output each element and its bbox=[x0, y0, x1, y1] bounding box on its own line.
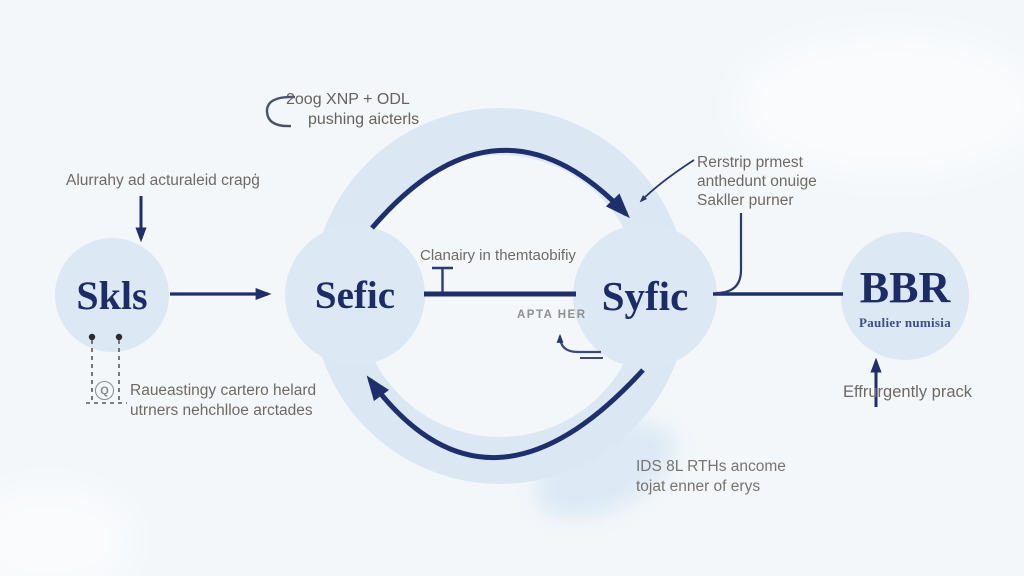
dashed-line-dot bbox=[115, 333, 123, 341]
elbow-from-upper-right-note bbox=[715, 213, 743, 295]
node-sefic: Sefic bbox=[285, 225, 425, 365]
node-bbr-sublabel: Paulier numisia bbox=[858, 314, 952, 330]
note-lower-right: IDS 8L RTHs ancome tojat enner of erys bbox=[636, 457, 786, 497]
note-top-line2: pushing aicterls bbox=[308, 111, 420, 128]
note-upper-left: Alurrahy ad acturaleid crapģ bbox=[66, 172, 260, 189]
note-upper-right: Rerstrip prmest anthedunt onuige Sakller… bbox=[697, 153, 817, 210]
node-bbr-label: BBR bbox=[859, 262, 951, 312]
note-lower-left-line1: Raueastingy cartero helard bbox=[130, 382, 317, 399]
node-syfic-label: Syfic bbox=[601, 273, 689, 319]
top-arc-arrow bbox=[370, 147, 630, 230]
note-upper-right-line2: anthedunt onuige bbox=[697, 173, 817, 190]
note-top-line1: 2oog XNP + ODL bbox=[286, 91, 410, 108]
note-center: Clanairy in themtaobifiy bbox=[420, 247, 576, 264]
i-beam-mark bbox=[432, 266, 453, 292]
note-aptaher: APTA HER bbox=[517, 309, 587, 321]
q-badge-icon: Q bbox=[95, 381, 114, 400]
curved-c-glyph bbox=[265, 95, 296, 128]
note-upper-right-line3: Sakller purner bbox=[697, 192, 794, 209]
node-sefic-label: Sefic bbox=[314, 273, 396, 317]
note-lower-left: Raueastingy cartero helard utrners nehch… bbox=[130, 381, 316, 421]
dashed-line-dot bbox=[88, 333, 96, 341]
pointer-line-to-arrowhead bbox=[639, 159, 695, 203]
bottom-arc-arrow bbox=[366, 368, 645, 460]
note-lower-right-line1: IDS 8L RTHs ancome bbox=[636, 458, 786, 475]
note-lower-left-line2: utrners nehchlloe arctades bbox=[130, 402, 313, 419]
node-skls: Skls bbox=[55, 238, 169, 352]
dashed-bracket bbox=[86, 340, 127, 404]
elbow-arrow-to-aptaher bbox=[556, 333, 601, 354]
note-upper-right-line1: Rerstrip prmest bbox=[697, 154, 803, 171]
node-skls-label: Skls bbox=[76, 272, 148, 318]
note-top: 2oog XNP + ODL pushing aicterls bbox=[286, 90, 419, 130]
node-bbr: BBR Paulier numisia bbox=[841, 232, 969, 360]
note-right: Effrurgently prack bbox=[843, 383, 973, 401]
node-syfic: Syfic bbox=[573, 224, 717, 368]
note-lower-right-line2: tojat enner of erys bbox=[636, 478, 761, 495]
